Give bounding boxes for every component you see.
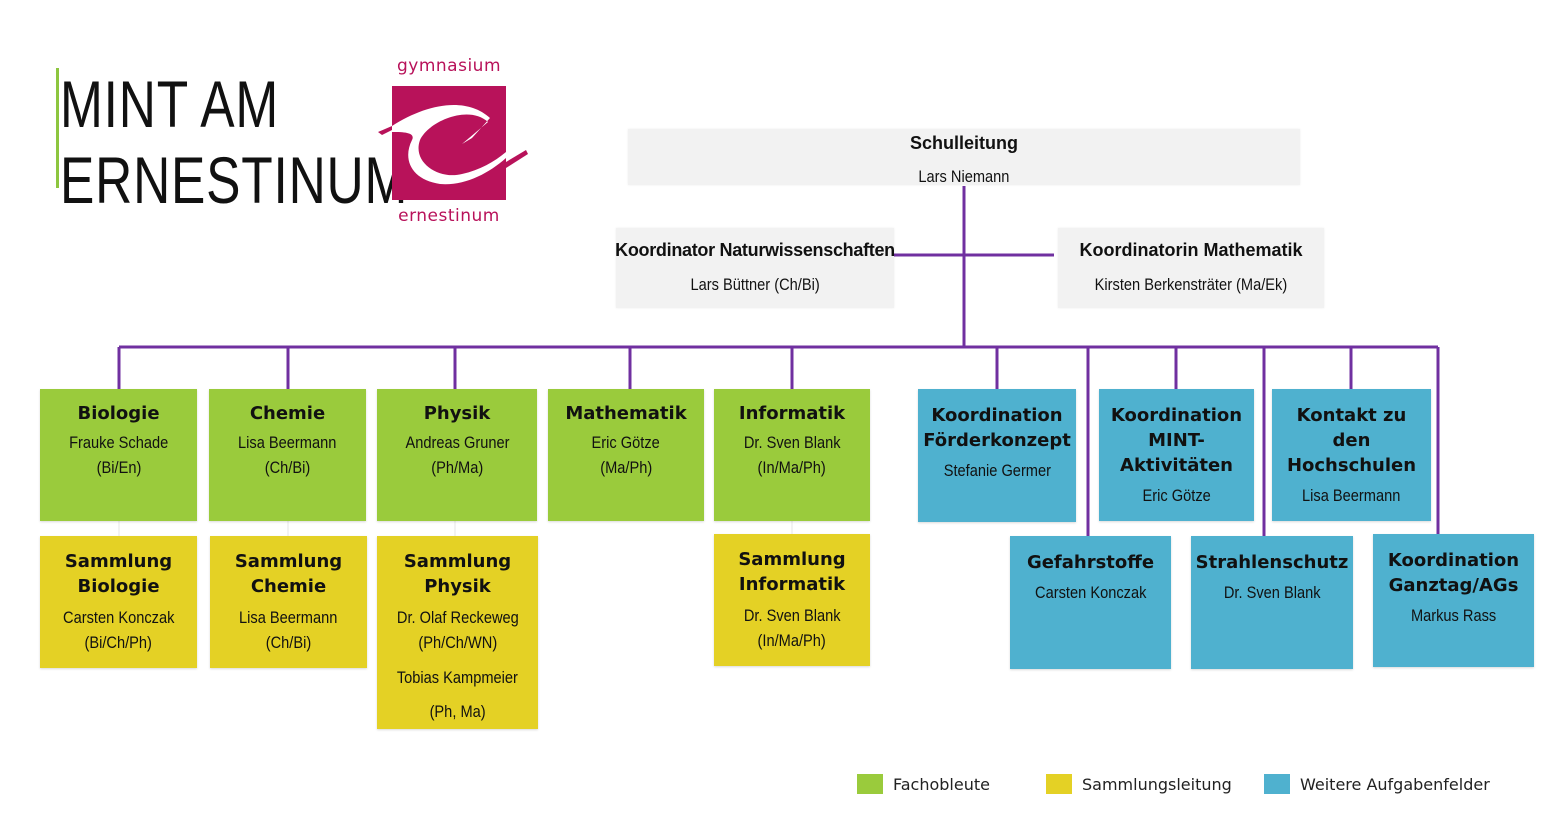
node-title-line-2: Ganztag/AGs	[1388, 575, 1519, 596]
legend-label: Sammlungsleitung	[1082, 774, 1232, 794]
node-title-line-2: Biologie	[77, 576, 160, 597]
node-person: Eric Götze	[591, 433, 661, 452]
node-title-line-1: Kontakt zu	[1296, 405, 1407, 426]
node-title-line-1: Koordination	[1387, 550, 1520, 571]
node-person: Dr. Sven Blank	[743, 606, 841, 625]
legend-swatch-yellow	[1046, 774, 1072, 794]
page-title: MINT AM ERNESTINUM	[60, 66, 408, 218]
node-subjects: (Bi/En)	[96, 458, 141, 477]
node-title: Biologie	[77, 403, 160, 424]
node-title-line-2: Physik	[424, 576, 491, 597]
node-person: Lisa Beermann	[1302, 486, 1401, 505]
page-title-line-1: MINT AM	[60, 67, 280, 141]
node-person: Eric Götze	[1142, 486, 1211, 505]
node-title: Koordinatorin Mathematik	[1079, 240, 1303, 260]
node-title-line-3: Hochschulen	[1286, 455, 1417, 476]
page-title-line-2: ERNESTINUM	[60, 143, 409, 217]
node-person: Stefanie Germer	[943, 461, 1051, 480]
node-koordination-foerderkonzept[interactable]: Koordination Förderkonzept Stefanie Germ…	[918, 389, 1076, 522]
node-strahlenschutz[interactable]: Strahlenschutz Dr. Sven Blank	[1191, 536, 1353, 669]
node-title-line-1: Sammlung	[64, 551, 173, 572]
node-fachobmann-informatik[interactable]: Informatik Dr. Sven Blank (In/Ma/Ph)	[714, 389, 870, 521]
legend-swatch-blue	[1264, 774, 1290, 794]
node-title: Mathematik	[565, 403, 687, 424]
node-fachobmann-mathematik[interactable]: Mathematik Eric Götze (Ma/Ph)	[548, 389, 704, 521]
logo-top-text: gymnasium	[396, 56, 502, 76]
node-person: Andreas Gruner	[404, 433, 510, 452]
node-title: Schulleitung	[910, 133, 1018, 153]
node-title-line-3: Aktivitäten	[1120, 455, 1233, 476]
node-title: Gefahrstoffe	[1026, 552, 1155, 573]
node-title: Koordinator Naturwissenschaften	[615, 240, 895, 260]
node-person: Lisa Beermann	[239, 608, 338, 627]
legend-label: Weitere Aufgabenfelder	[1300, 774, 1490, 794]
node-person: Carsten Konczak	[1034, 583, 1147, 602]
node-schulleitung[interactable]: Schulleitung Lars Niemann	[628, 129, 1300, 186]
node-title-line-2: Förderkonzept	[923, 430, 1071, 451]
node-title: Chemie	[249, 403, 326, 424]
node-title-line-1: Koordination	[1110, 405, 1243, 426]
node-title: Strahlenschutz	[1195, 552, 1349, 573]
node-subjects-2: (Ph, Ma)	[429, 702, 486, 721]
node-kontakt-hochschulen[interactable]: Kontakt zu den Hochschulen Lisa Beermann	[1272, 389, 1431, 521]
node-sammlung-biologie[interactable]: Sammlung Biologie Carsten Konczak (Bi/Ch…	[40, 536, 197, 668]
node-sammlung-physik[interactable]: Sammlung Physik Dr. Olaf Reckeweg (Ph/Ch…	[377, 536, 538, 729]
node-title-line-1: Sammlung	[738, 549, 846, 570]
node-subjects: (In/Ma/Ph)	[757, 631, 827, 650]
node-subjects: (In/Ma/Ph)	[757, 458, 827, 477]
node-subjects: (Ch/Bi)	[265, 633, 312, 652]
school-logo: gymnasium ernestinum	[376, 54, 532, 230]
node-subjects: (Ph/Ch/WN)	[418, 633, 497, 652]
node-fachobmann-biologie[interactable]: Biologie Frauke Schade (Bi/En)	[40, 389, 197, 521]
node-subjects: (Ph/Ma)	[430, 458, 484, 477]
node-sammlung-informatik[interactable]: Sammlung Informatik Dr. Sven Blank (In/M…	[714, 534, 870, 666]
node-title-line-1: Sammlung	[403, 551, 512, 572]
node-koordination-mint-aktivitaeten[interactable]: Koordination MINT- Aktivitäten Eric Götz…	[1099, 389, 1254, 521]
node-koordinatorin-mathematik[interactable]: Koordinatorin Mathematik Kirsten Berkens…	[1058, 228, 1324, 308]
legend-label: Fachobleute	[893, 774, 990, 794]
node-sammlung-chemie[interactable]: Sammlung Chemie Lisa Beermann (Ch/Bi)	[210, 536, 367, 668]
node-person: Lars Niemann	[918, 167, 1010, 186]
title-accent-bar	[56, 68, 59, 188]
node-fachobmann-physik[interactable]: Physik Andreas Gruner (Ph/Ma)	[377, 389, 537, 521]
node-koordination-ganztag[interactable]: Koordination Ganztag/AGs Markus Rass	[1373, 534, 1534, 667]
node-person: Dr. Olaf Reckeweg	[396, 608, 519, 627]
legend-item-weitere-aufgabenfelder: Weitere Aufgabenfelder	[1264, 774, 1490, 794]
legend-item-sammlungsleitung: Sammlungsleitung	[1046, 774, 1232, 794]
node-person: Dr. Sven Blank	[743, 433, 841, 452]
node-person: Frauke Schade	[68, 433, 169, 452]
node-person: Lars Büttner (Ch/Bi)	[690, 275, 820, 294]
node-person-2: Tobias Kampmeier	[396, 668, 519, 687]
node-person: Lisa Beermann	[238, 433, 337, 452]
node-subjects: (Ma/Ph)	[599, 458, 653, 477]
node-title: Informatik	[738, 403, 846, 424]
node-title-line-2: den	[1332, 430, 1371, 451]
node-person: Markus Rass	[1410, 606, 1497, 625]
node-title-line-2: Informatik	[738, 574, 846, 595]
node-person: Dr. Sven Blank	[1223, 583, 1321, 602]
node-person: Kirsten Berkensträter (Ma/Ek)	[1094, 275, 1288, 294]
node-subjects: (Ch/Bi)	[264, 458, 311, 477]
logo-e-emblem-icon	[378, 86, 528, 200]
node-koordinator-naturwissenschaften[interactable]: Koordinator Naturwissenschaften Lars Büt…	[615, 228, 895, 308]
node-title-line-1: Koordination	[931, 405, 1063, 426]
node-fachobmann-chemie[interactable]: Chemie Lisa Beermann (Ch/Bi)	[209, 389, 366, 521]
node-title-line-1: Sammlung	[234, 551, 343, 572]
node-title: Physik	[423, 403, 491, 424]
legend-item-fachobleute: Fachobleute	[857, 774, 990, 794]
node-subjects: (Bi/Ch/Ph)	[84, 633, 153, 652]
node-title-line-2: MINT-	[1148, 430, 1205, 451]
logo-bottom-text: ernestinum	[398, 206, 500, 226]
node-gefahrstoffe[interactable]: Gefahrstoffe Carsten Konczak	[1010, 536, 1171, 669]
legend-swatch-green	[857, 774, 883, 794]
node-title-line-2: Chemie	[250, 576, 327, 597]
node-person: Carsten Konczak	[62, 608, 175, 627]
